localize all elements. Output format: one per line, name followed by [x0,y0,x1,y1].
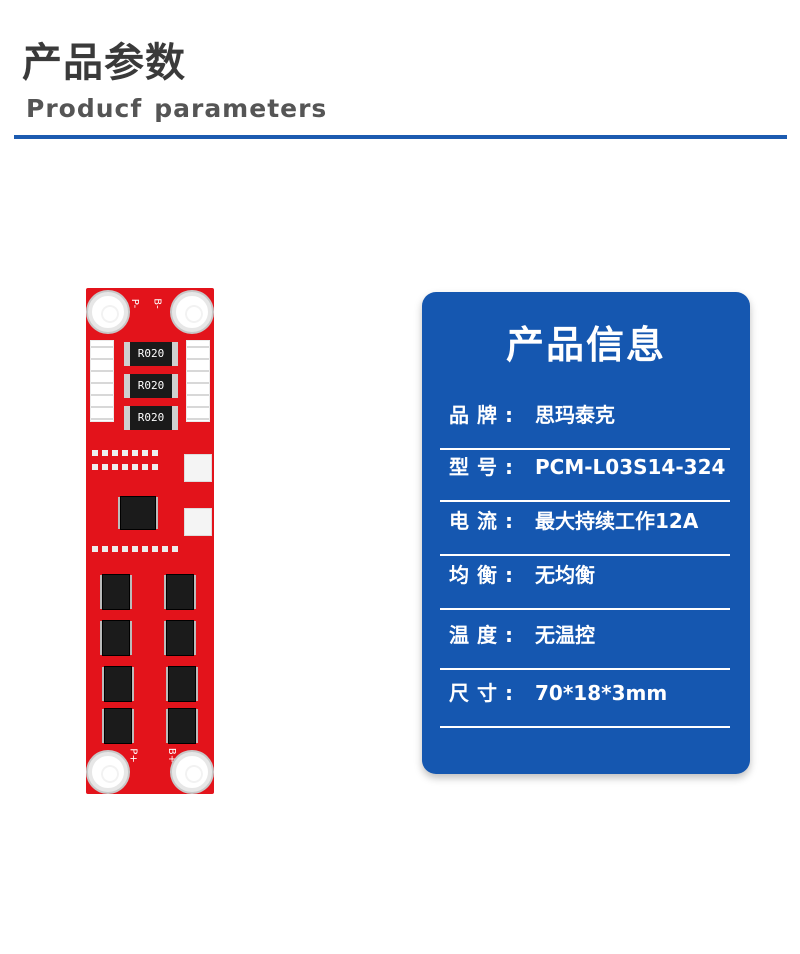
info-row-size: 尺寸: 70*18*3mm [440,670,730,728]
info-label: 尺寸: [449,681,521,705]
info-label: 品牌: [449,403,521,427]
info-row-brand: 品牌: 思玛泰克 [440,392,730,450]
mount-hole-top-right [172,292,212,332]
shunt-resistor-1: R020 [124,342,178,366]
header-pins-right [186,340,210,422]
info-row-model: 型号: PCM-L03S14-324 [440,444,730,502]
info-row-current: 电流: 最大持续工作12A [440,498,730,556]
mount-hole-top-left [88,292,128,332]
shunt-resistor-2: R020 [124,374,178,398]
info-label: 电流: [449,509,521,533]
mount-hole-bottom-right [172,752,212,792]
info-value: 无温控 [535,623,595,647]
mosfet-1 [102,574,130,610]
mosfet-6 [168,666,196,702]
card-title: 产品信息 [505,323,666,367]
silk-label-b-minus: B- [151,298,163,309]
mount-hole-bottom-left [88,752,128,792]
info-value: PCM-L03S14-324 [535,455,726,479]
info-value: 思玛泰克 [535,403,615,427]
mosfet-8 [168,708,196,744]
info-label: 型号: [449,455,521,479]
silk-label-p-plus: P+ [127,748,139,763]
solder-pad-b1 [184,454,212,482]
info-row-temperature: 温度: 无温控 [440,612,730,670]
smd-parts-row-2 [92,464,162,470]
mosfet-2 [166,574,194,610]
protection-ic [120,496,156,530]
shunt-resistor-3: R020 [124,406,178,430]
mosfet-4 [166,620,194,656]
subtitle-word-2: parameters [154,94,328,123]
info-value: 无均衡 [535,563,595,587]
subtitle-word-1: Producf [26,94,143,123]
mosfet-7 [104,708,132,744]
mosfet-3 [102,620,130,656]
info-row-balance: 均衡: 无均衡 [440,552,730,610]
info-label: 温度: [449,623,521,647]
header-pins-left [90,340,114,422]
smd-parts-row-1 [92,450,162,456]
page-subtitle: Producf parameters [26,94,327,123]
mosfet-5 [104,666,132,702]
solder-pad-b2 [184,508,212,536]
header-divider [14,135,787,139]
info-label: 均衡: [449,563,521,587]
smd-parts-row-3 [92,546,182,552]
product-info-card: 产品信息 品牌: 思玛泰克 型号: PCM-L03S14-324 电流: 最大持续工作… [422,292,750,774]
silk-label-p-minus: P- [129,298,141,309]
page-title: 产品参数 [22,40,186,86]
product-image-pcb: P- B- R020 R020 R020 P+ B+ [86,288,214,794]
info-value: 最大持续工作12A [535,509,699,533]
info-value: 70*18*3mm [535,681,668,705]
